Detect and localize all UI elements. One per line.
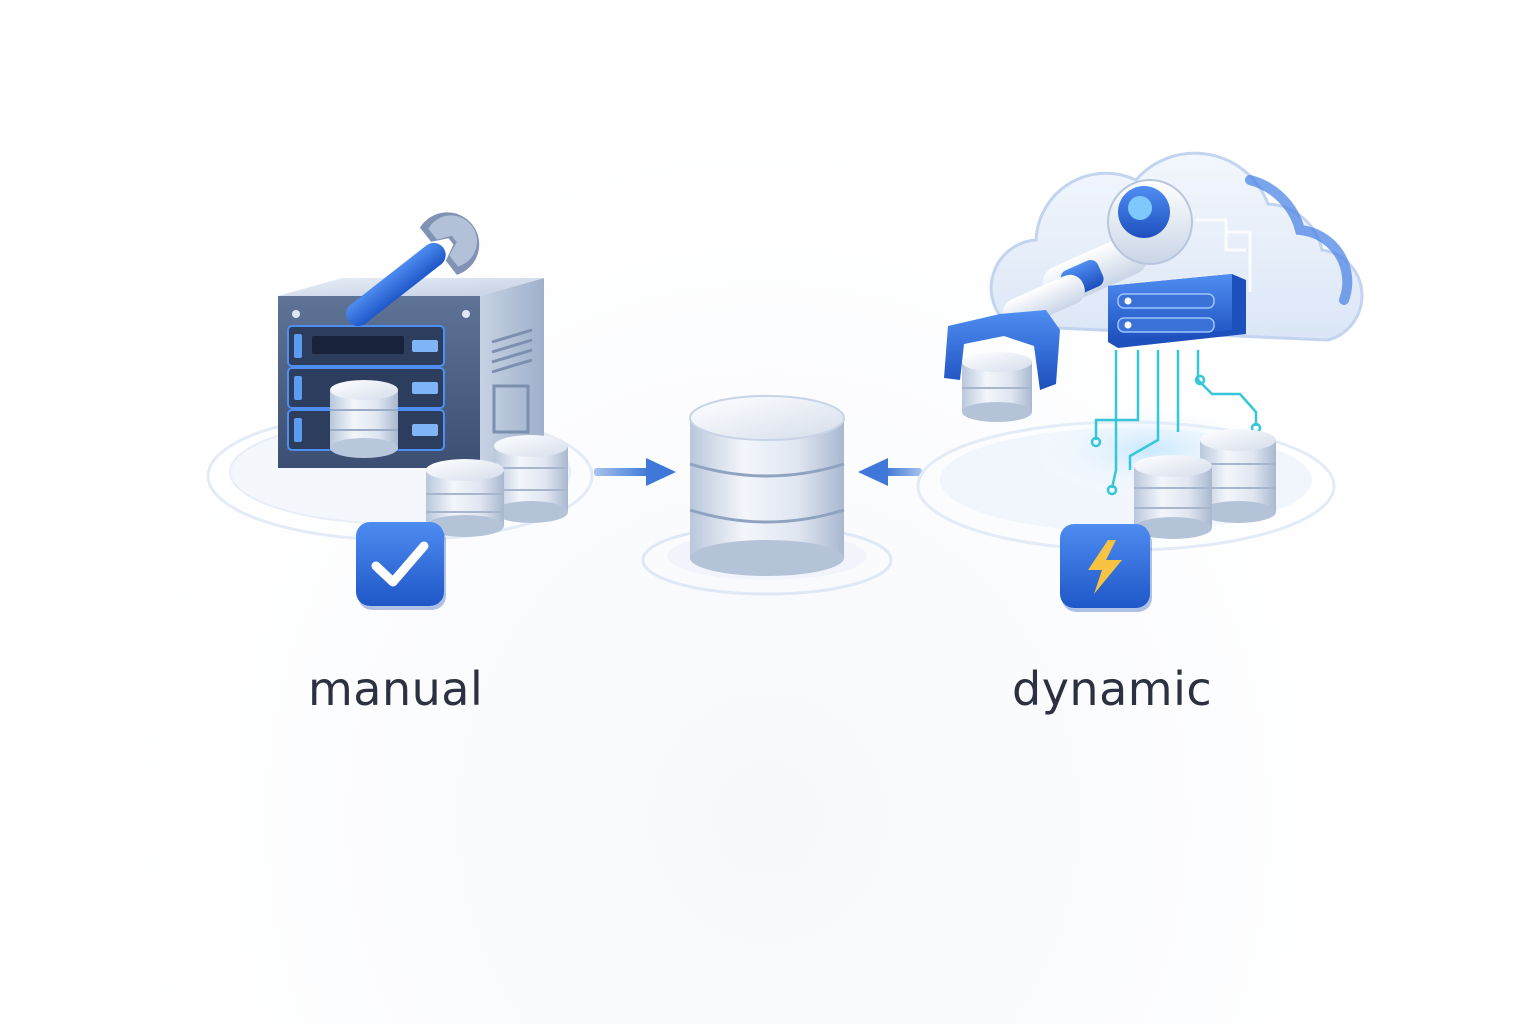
manual-group	[206, 212, 594, 610]
label-manual: manual	[308, 662, 484, 716]
database-icon	[330, 380, 398, 458]
circuit-lines	[1090, 350, 1262, 496]
database-stack-icon	[426, 435, 568, 537]
arrow-right-icon	[594, 458, 676, 486]
wrench-icon	[346, 212, 480, 327]
lightning-badge-icon	[1060, 524, 1152, 612]
robotic-arm-icon	[944, 179, 1193, 422]
dynamic-group	[916, 151, 1364, 612]
database-stack-icon	[1134, 429, 1276, 539]
arrow-left-icon	[858, 458, 922, 486]
database-icon	[962, 352, 1032, 422]
database-icon	[689, 395, 845, 576]
central-database	[641, 395, 893, 596]
checkmark-badge-icon	[356, 522, 446, 610]
label-dynamic: dynamic	[1012, 662, 1213, 716]
server-module-icon	[1108, 274, 1246, 348]
